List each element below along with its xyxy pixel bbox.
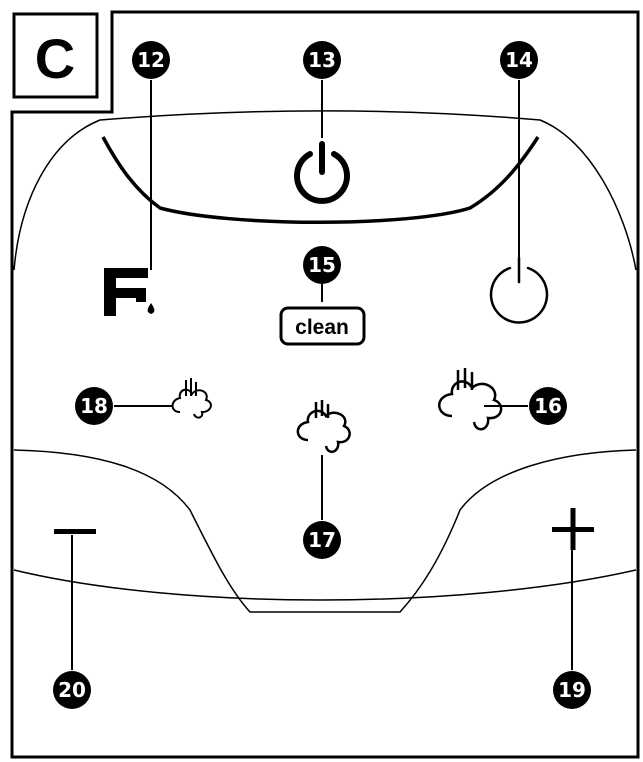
- panel-lower-curve: [13, 449, 637, 613]
- callout-20: 20: [53, 671, 91, 709]
- main-power-button[interactable]: [294, 141, 350, 204]
- steam-high-icon: [438, 368, 503, 431]
- callout-13: 13: [303, 41, 341, 79]
- panel-bottom-curve: [13, 569, 637, 601]
- callout-14: 14: [500, 41, 538, 79]
- standby-power-button[interactable]: [489, 256, 549, 324]
- svg-text:19: 19: [558, 678, 586, 702]
- steam-low-button[interactable]: [171, 378, 212, 419]
- callout-19: 19: [553, 671, 591, 709]
- steam-low-icon: [171, 378, 212, 419]
- callout-16: 16: [529, 387, 567, 425]
- callout-18: 18: [75, 387, 113, 425]
- steam-medium-icon: [296, 400, 351, 454]
- svg-text:16: 16: [534, 394, 562, 418]
- svg-text:14: 14: [505, 48, 533, 72]
- steam-high-button[interactable]: [438, 368, 503, 431]
- svg-text:18: 18: [80, 394, 108, 418]
- svg-text:13: 13: [308, 48, 336, 72]
- callout-15: 15: [303, 246, 341, 284]
- decrease-button[interactable]: [54, 529, 96, 534]
- leader-lines: [71, 80, 573, 670]
- callout-12: 12: [132, 41, 170, 79]
- panel-frame: [10, 10, 640, 759]
- section-letter: C: [35, 27, 75, 90]
- increase-button[interactable]: [552, 508, 594, 550]
- section-label-box: [12, 12, 99, 99]
- callout-17: 17: [303, 521, 341, 559]
- panel-outer-arc: [13, 110, 637, 271]
- clean-button[interactable]: clean: [279, 306, 366, 346]
- clean-button-icon: [279, 306, 366, 346]
- svg-text:12: 12: [137, 48, 165, 72]
- svg-text:17: 17: [308, 528, 336, 552]
- minus-icon: [54, 529, 96, 534]
- svg-text:15: 15: [308, 253, 336, 277]
- hot-water-button[interactable]: [104, 268, 155, 316]
- svg-text:20: 20: [58, 678, 86, 702]
- plus-icon: [552, 508, 594, 550]
- faucet-icon: [104, 268, 155, 316]
- steam-medium-button[interactable]: [296, 400, 351, 454]
- power-icon: [489, 256, 549, 324]
- clean-button-label: clean: [295, 316, 349, 339]
- power-icon: [294, 141, 350, 204]
- panel-upper-window: [101, 136, 540, 224]
